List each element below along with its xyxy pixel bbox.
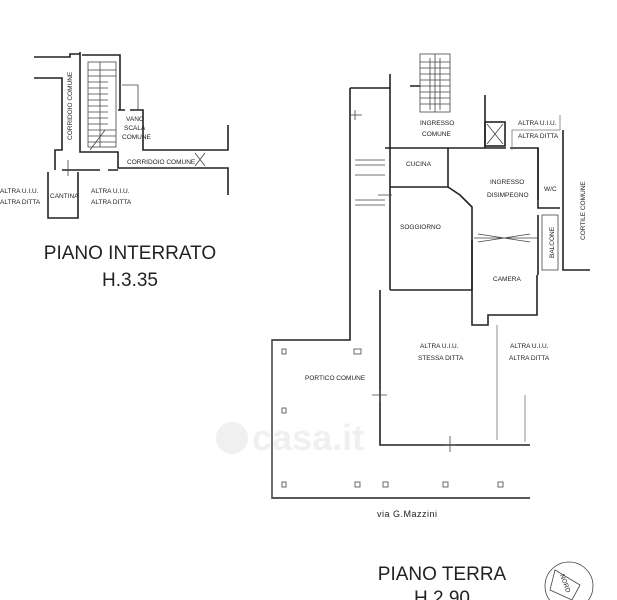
basement-plan: CORRIDOIO COMUNE VANO SCALA COMUNE CORRI… bbox=[0, 52, 229, 291]
room-label: CAMERA bbox=[493, 276, 521, 283]
compass-label: NORD bbox=[558, 573, 571, 594]
room-label: CORRIDOIO COMUNE bbox=[67, 71, 74, 140]
room-label: INGRESSO bbox=[420, 120, 454, 127]
room-label: ALTRA U.I.U. bbox=[518, 120, 557, 127]
room-label: VANO bbox=[126, 116, 144, 123]
room-label: CANTINA bbox=[50, 193, 79, 200]
room-label: ALTRA DITTA bbox=[0, 199, 41, 206]
room-label: ALTRA U.I.U. bbox=[510, 343, 549, 350]
ground-floor-plan: INGRESSO COMUNE ALTRA U.I.U. ALTRA DITTA… bbox=[271, 53, 594, 600]
room-label: SCALA bbox=[124, 125, 146, 132]
room-label: BALCONE bbox=[549, 226, 556, 258]
room-label: ALTRA DITTA bbox=[91, 199, 132, 206]
street-label: via G.Mazzini bbox=[377, 509, 438, 519]
pillars bbox=[281, 348, 504, 488]
floor-title: PIANO INTERRATO bbox=[44, 243, 216, 264]
room-label: DISIMPEGNO bbox=[487, 192, 529, 199]
floor-height: H.2.90 bbox=[414, 588, 470, 600]
room-label: COMUNE bbox=[122, 134, 152, 141]
room-label: PORTICO COMUNE bbox=[305, 375, 366, 382]
room-label: ALTRA DITTA bbox=[509, 355, 550, 362]
room-label: INGRESSO bbox=[490, 179, 524, 186]
floor-height: H.3.35 bbox=[102, 270, 158, 291]
room-label: STESSA DITTA bbox=[418, 355, 464, 362]
watermark: casa.it bbox=[216, 417, 364, 458]
floor-title: PIANO TERRA bbox=[378, 564, 507, 585]
watermark-text: casa.it bbox=[252, 417, 364, 458]
room-label: ALTRA U.I.U. bbox=[0, 188, 39, 195]
room-label: COMUNE bbox=[422, 131, 452, 138]
room-label: CORRIDOIO COMUNE bbox=[127, 159, 196, 166]
room-label: ALTRA U.I.U. bbox=[420, 343, 459, 350]
room-label: SOGGIORNO bbox=[400, 224, 441, 231]
room-label: CORTILE COMUNE bbox=[580, 181, 587, 240]
north-compass-icon: NORD bbox=[544, 561, 594, 600]
room-label: CUCINA bbox=[406, 161, 432, 168]
room-label: W/C bbox=[544, 186, 557, 193]
room-label: ALTRA DITTA bbox=[518, 133, 559, 140]
room-label: ALTRA U.I.U. bbox=[91, 188, 130, 195]
stairs-icon bbox=[88, 62, 116, 151]
